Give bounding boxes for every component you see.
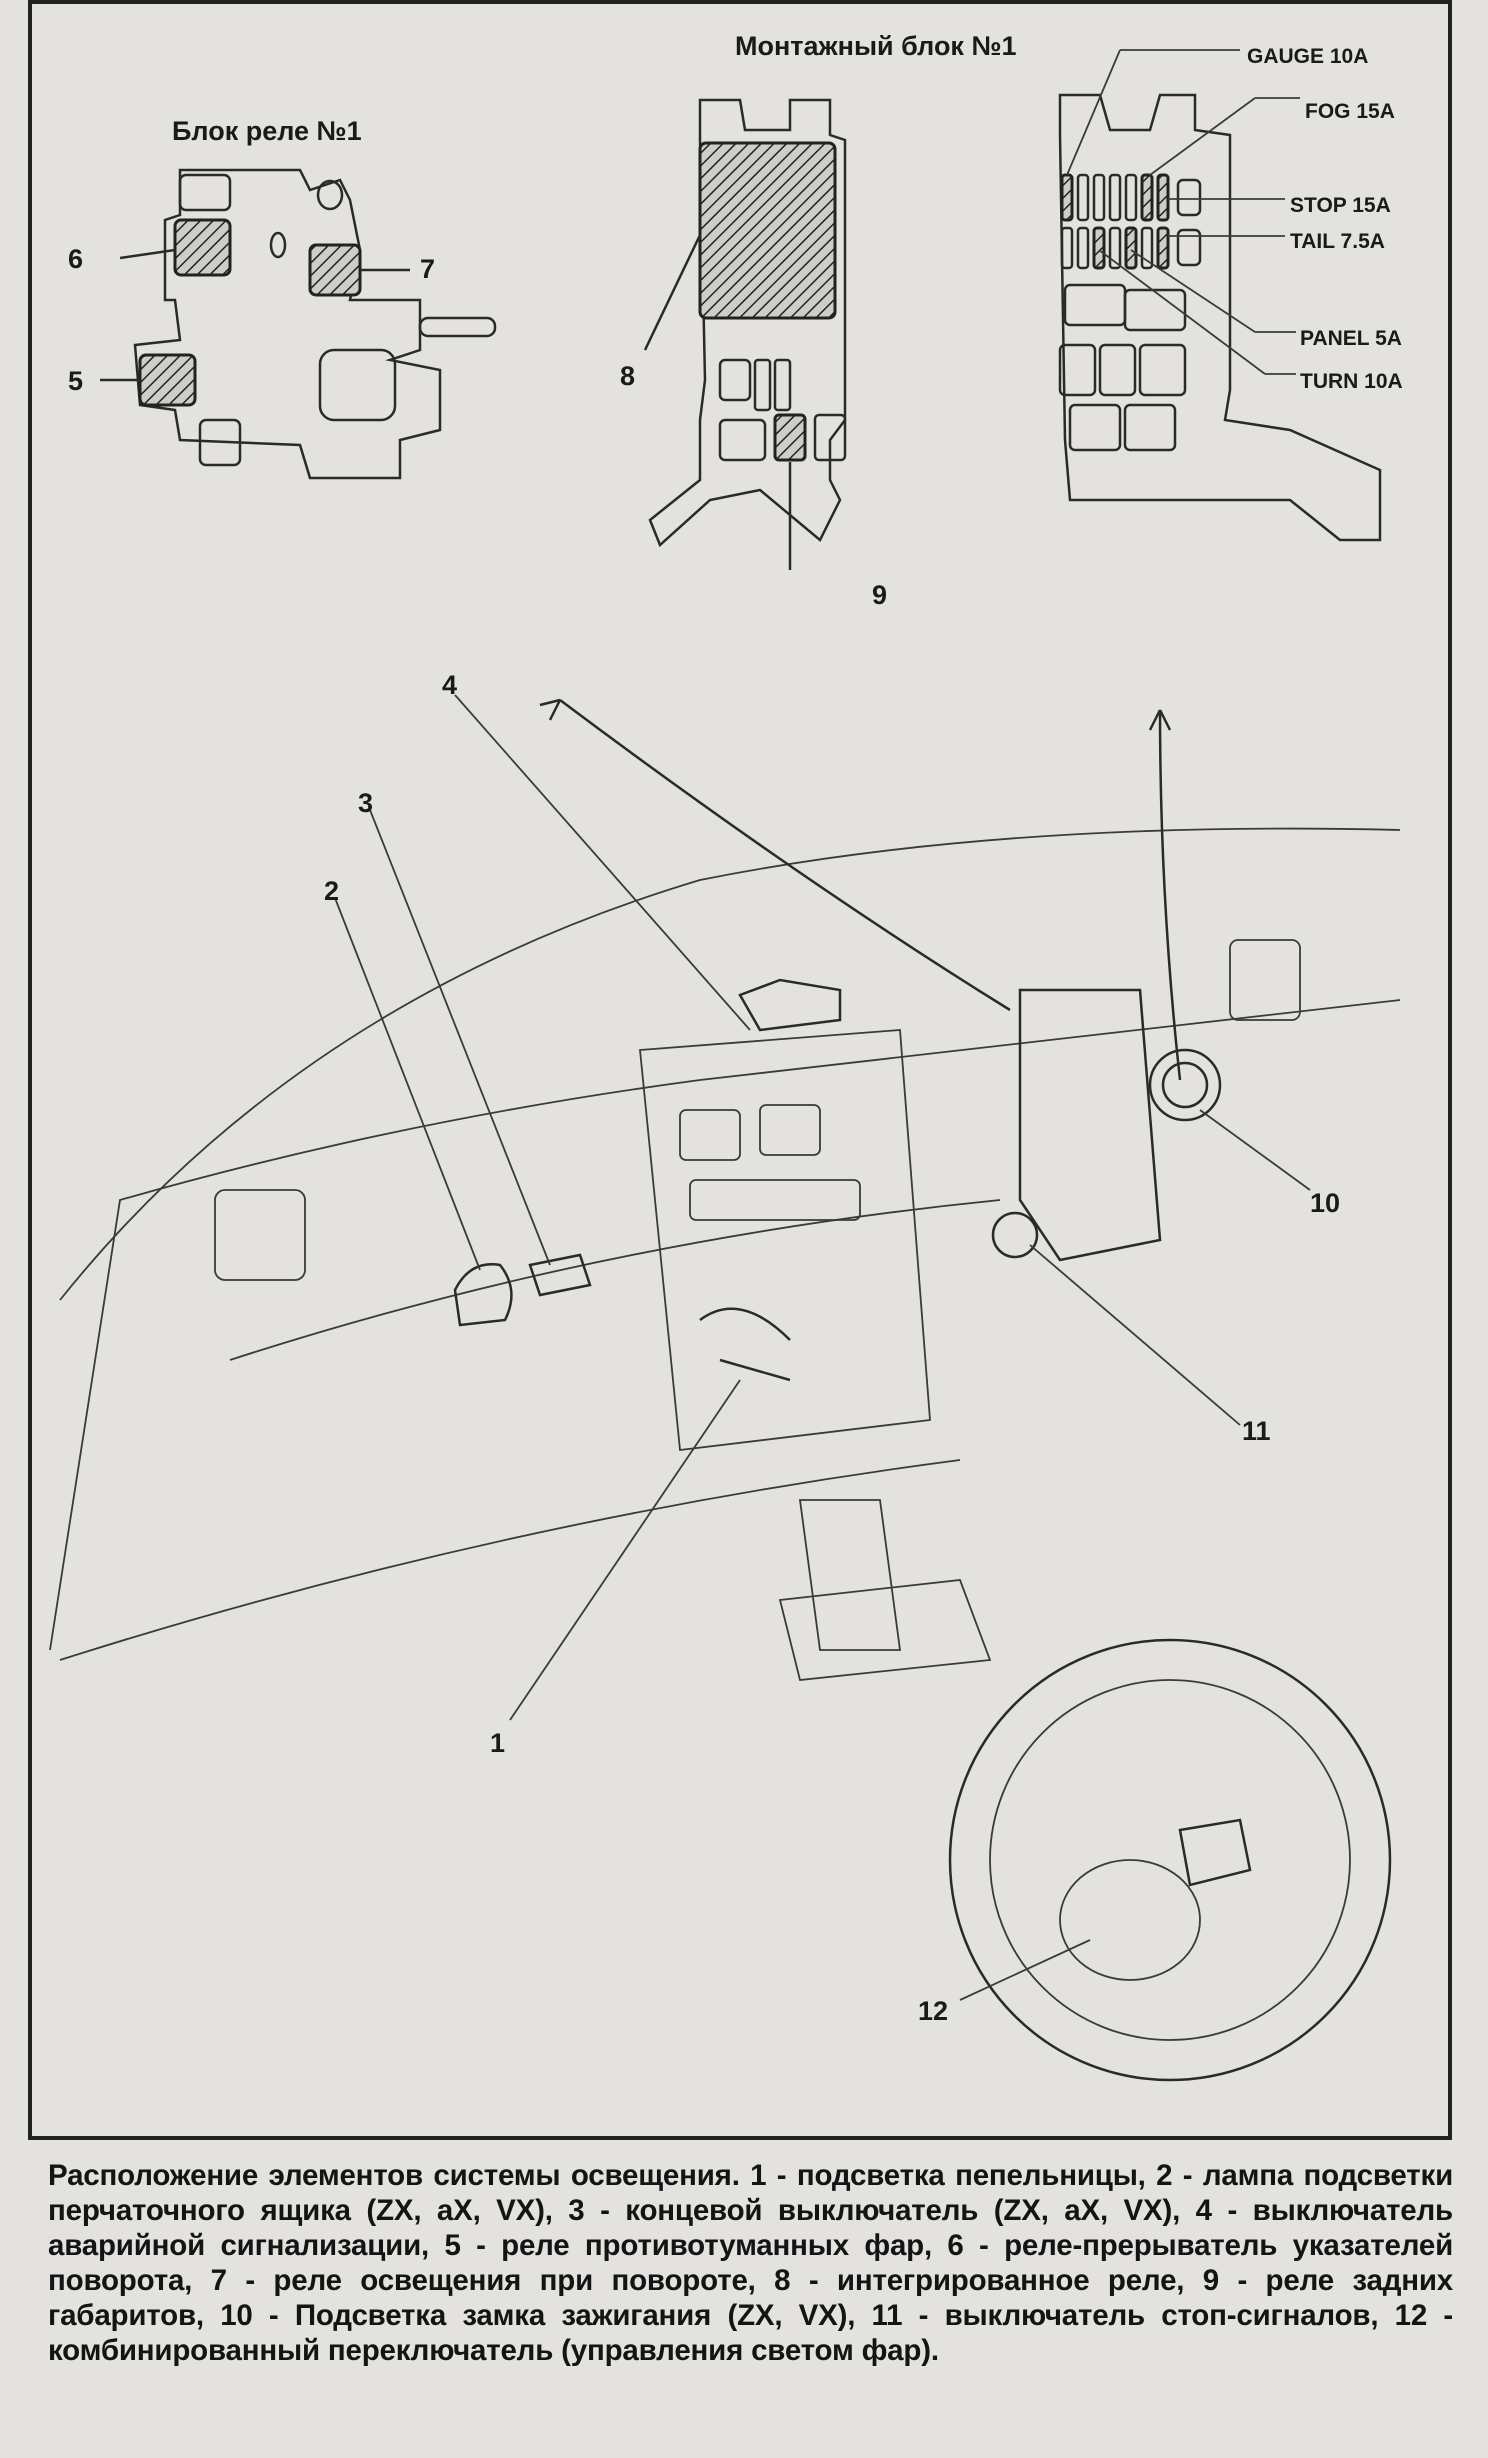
glovebox-switch-3 [528,1253,592,1297]
callout-6: 6 [68,244,83,274]
fuse-row-bottom [1060,226,1202,270]
steering-wheel [948,1638,1392,2082]
steering-column-switches [1018,988,1162,1262]
callout-7: 7 [420,254,435,284]
callout-1: 1 [490,1728,505,1758]
fuse-panel-label: PANEL 5A [1300,327,1402,350]
combination-switch-12 [1178,1818,1252,1887]
fuse-fog-label: FOG 15A [1305,100,1395,123]
junction-block-diagram: Монтажный блок №1 8 9 [620,31,1403,610]
figure-caption: Расположение элементов системы освещения… [48,2159,1453,2367]
ignition-lamp-10 [1148,1048,1222,1122]
relay-7 [308,243,362,297]
dashboard-drawing: 4 3 2 10 11 1 12 [49,670,1401,2082]
integrated-relay-8 [698,141,837,320]
relay-9 [773,413,807,462]
relay-block-diagram: Блок реле №1 6 7 5 [68,116,497,480]
fuse-row-top [1060,173,1202,222]
callout-12: 12 [918,1996,948,2026]
callout-4: 4 [442,670,457,700]
stop-switch-11 [991,1211,1039,1259]
fuse-turn-label: TURN 10A [1300,370,1403,393]
fuse-tail-label: TAIL 7.5A [1290,230,1385,253]
relay-6 [173,218,232,277]
figure-frame [28,0,1452,2140]
callout-3: 3 [358,788,373,818]
callout-11: 11 [1242,1416,1271,1446]
junction-block-title: Монтажный блок №1 [735,31,1017,61]
callout-9: 9 [872,580,887,610]
callout-8: 8 [620,361,635,391]
fuse-stop-label: STOP 15A [1290,194,1391,217]
callout-5: 5 [68,366,83,396]
relay-5 [138,353,197,407]
glovebox-lamp-2 [453,1263,513,1327]
hazard-switch-4 [738,978,842,1032]
fuse-gauge-label: GAUGE 10A [1247,45,1368,68]
lighting-system-diagram: Блок реле №1 6 7 5 Монтажный блок №1 8 9 [28,0,1452,2140]
ashtray-lamp-1 [699,1307,791,1382]
callout-2: 2 [324,876,339,906]
relay-block-title: Блок реле №1 [172,116,362,146]
callout-10: 10 [1310,1188,1340,1218]
